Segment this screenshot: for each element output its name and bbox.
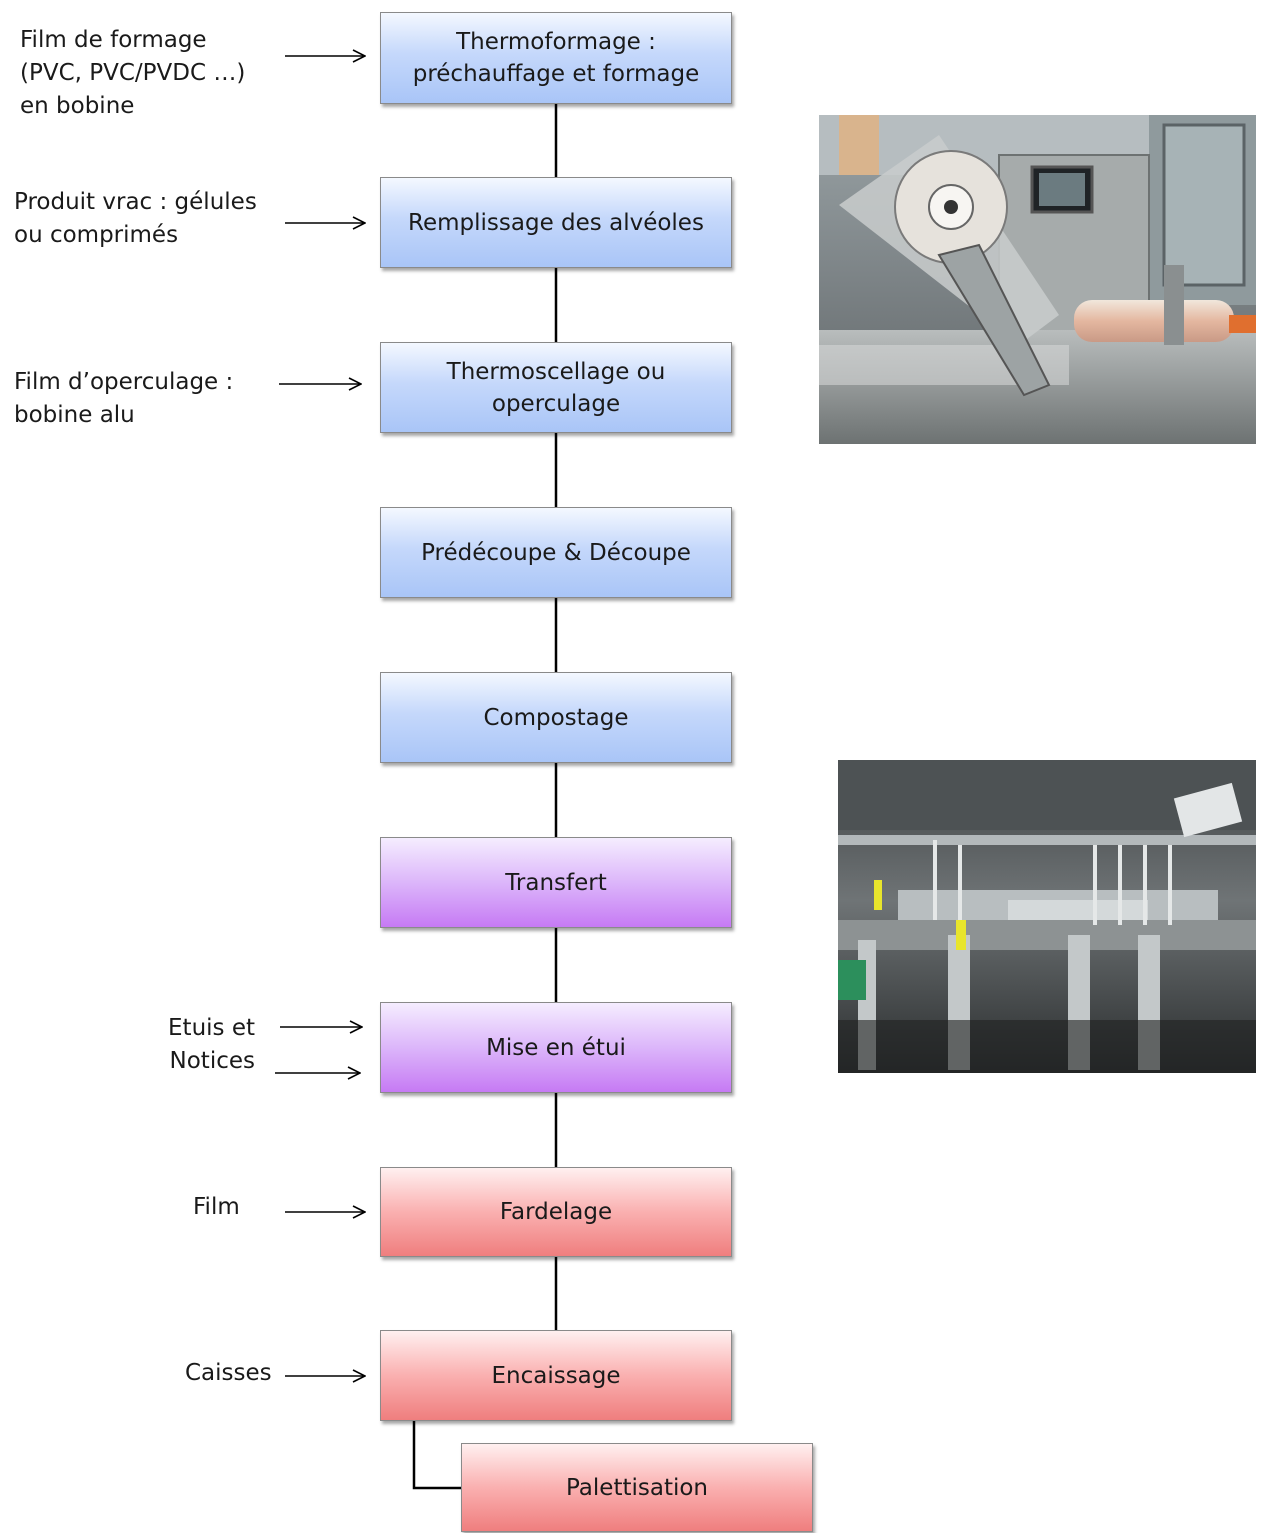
step-label: Thermoscellage ou operculage — [446, 358, 666, 417]
step-fardelage: Fardelage — [380, 1167, 732, 1257]
input-film: Film — [193, 1194, 240, 1220]
step-compostage: Compostage — [380, 672, 732, 763]
cartoning-machine-photo — [838, 760, 1256, 1073]
input-film-formage: Film de formage (PVC, PVC/PVDC …) en bob… — [20, 27, 246, 119]
flow-line — [412, 1421, 461, 1490]
step-thermoformage: Thermoformage : préchauffage et formage — [380, 12, 732, 104]
step-label: Transfert — [505, 869, 607, 896]
step-encaissage: Encaissage — [380, 1330, 732, 1421]
step-label: Compostage — [483, 704, 629, 731]
input-produit-vrac: Produit vrac : gélules ou comprimés — [14, 189, 257, 248]
step-thermoscellage: Thermoscellage ou operculage — [380, 342, 732, 433]
input-etuis-notices: Etuis et Notices — [168, 1015, 255, 1074]
step-label: Fardelage — [499, 1199, 613, 1225]
step-label: Remplissage des alvéoles — [408, 209, 704, 236]
input-caisses: Caisses — [185, 1360, 272, 1386]
step-transfert: Transfert — [380, 837, 732, 928]
step-mise-en-etui: Mise en étui — [380, 1002, 732, 1093]
step-palettisation: Palettisation — [461, 1443, 813, 1532]
thermoforming-machine-photo — [819, 115, 1256, 444]
step-label: Palettisation — [565, 1474, 709, 1501]
step-label: Thermoformage : préchauffage et formage — [412, 29, 700, 87]
step-decoupe: Prédécoupe & Découpe — [380, 507, 732, 598]
step-label: Mise en étui — [486, 1034, 626, 1061]
step-label: Encaissage — [491, 1362, 621, 1389]
step-label: Prédécoupe & Découpe — [421, 539, 691, 566]
step-remplissage: Remplissage des alvéoles — [380, 177, 732, 268]
input-film-operculage: Film d’operculage : bobine alu — [14, 369, 234, 428]
